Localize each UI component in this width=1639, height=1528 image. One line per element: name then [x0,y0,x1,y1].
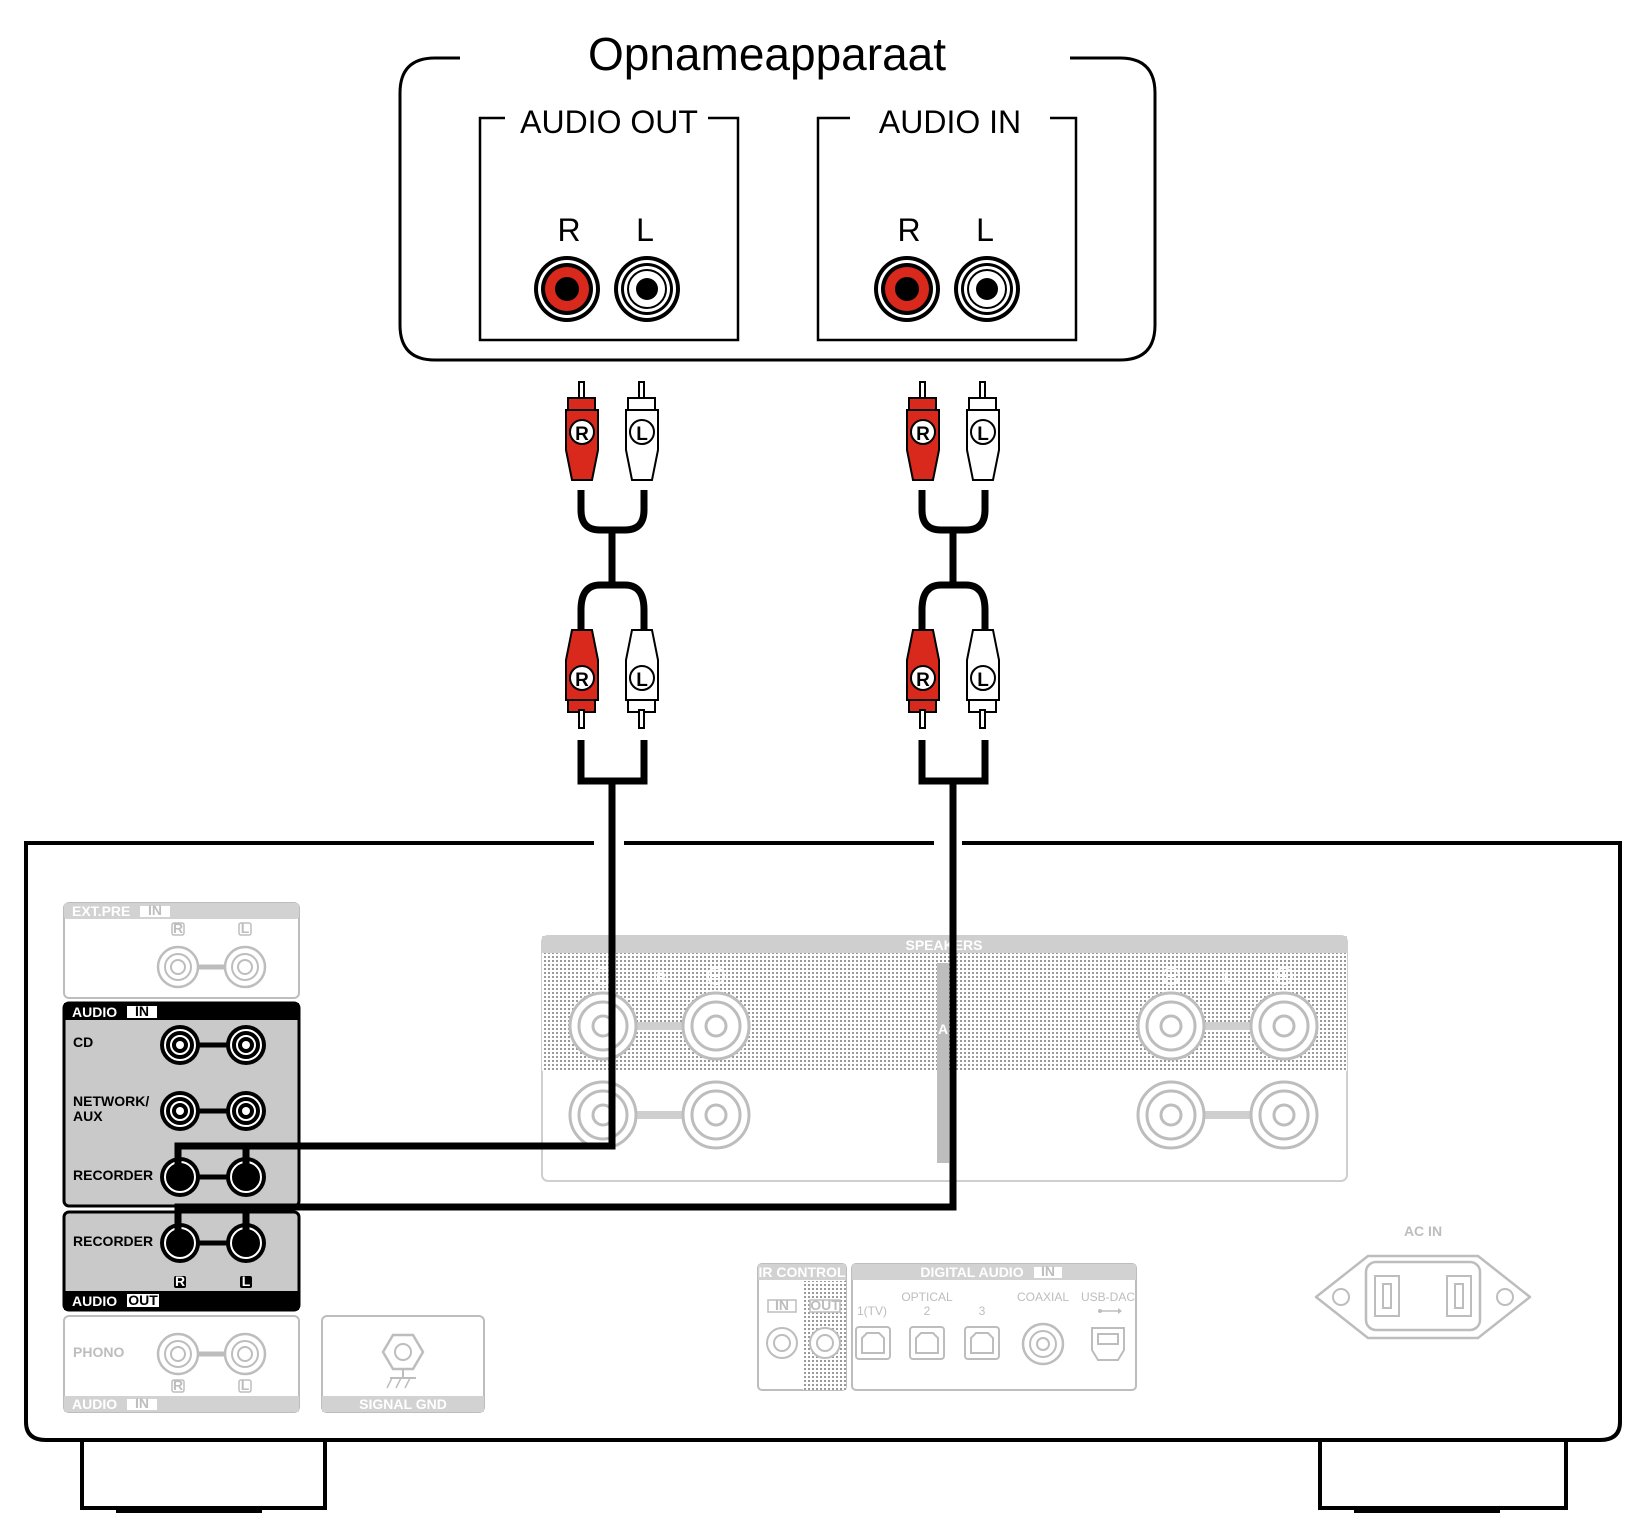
digital-audio-label: DIGITAL AUDIO [920,1264,1023,1280]
plug-bottom-r-left-label: R [575,670,589,691]
ext-pre-label: EXT.PRE [72,903,130,919]
audio-in-tag: IN [135,1003,149,1019]
audio-out-r-label: R [557,212,580,248]
cable-audio-out-to-recorder-in [174,490,648,1177]
phono-r-tag: R [173,1377,183,1393]
ext-pre-r: R [173,920,183,936]
audio-out-panel-label: AUDIO [72,1293,117,1309]
speaker-a-label: A [938,1021,948,1037]
plug-bottom-r-right: R [906,629,940,729]
audio-in-l-jack [954,256,1020,322]
coaxial-label: COAXIAL [1017,1290,1069,1304]
ext-pre-l: L [241,920,250,936]
plug-bottom-l-left: L [625,629,659,729]
cd-label: CD [73,1034,93,1050]
audio-out-label: AUDIO OUT [520,104,698,140]
audio-in-r-label: R [897,212,920,248]
ir-control-panel: IR CONTROL IN OUT [757,1263,847,1391]
speaker-r-label: R [656,969,666,985]
audio-out-r-tag: R [175,1273,185,1289]
recorder-in-label: RECORDER [73,1167,153,1183]
speakers-label: SPEAKERS [905,937,982,953]
ir-control-label: IR CONTROL [758,1264,846,1280]
phono-audio-label: AUDIO [72,1396,117,1412]
ground-terminal-icon [381,1333,425,1371]
plug-top-r-right-label: R [916,424,930,445]
audio-out-r-jack [534,256,600,322]
plug-top-l-right-label: L [977,424,989,445]
speakers-panel: SPEAKERS A B R L [541,935,1348,1182]
audio-in-panel-label: AUDIO [72,1004,117,1020]
plug-top-r-right: R [906,381,940,481]
audio-out-panel: AUDIO OUT RECORDER R L [62,1210,301,1312]
audio-in-r-jack [874,256,940,322]
ac-in-label: AC IN [1404,1223,1442,1239]
signal-gnd-label: SIGNAL GND [359,1396,447,1412]
recorder-out-label: RECORDER [73,1233,153,1249]
recorder-title: Opnameapparaat [588,28,946,80]
phono-l-tag: L [241,1377,250,1393]
recorder-device: Opnameapparaat AUDIO OUT R L [398,28,1157,362]
ac-in-socket: AC IN [1314,1223,1532,1340]
ir-in-tag: IN [775,1297,789,1313]
plug-bottom-r-left: R [565,629,599,729]
plug-top-l-right: L [966,381,1000,481]
audio-out-box: AUDIO OUT R L [478,104,740,342]
audio-in-label: AUDIO IN [879,104,1021,140]
audio-out-l-label: L [636,212,654,248]
usb-dac-label: USB-DAC [1081,1290,1135,1304]
network-label: NETWORK/ [73,1093,149,1109]
ext-pre-in-tag: IN [148,902,162,918]
plug-top-r-left: R [565,381,599,481]
audio-out-l-tag: L [242,1273,251,1289]
optical-3-label: 3 [979,1304,986,1318]
plug-top-r-left-label: R [575,424,589,445]
plug-bottom-l-left-label: L [636,670,648,691]
ext-pre-panel: EXT.PRE IN R L [63,902,300,999]
digital-in-tag: IN [1041,1263,1055,1279]
speaker-b-label: B [938,1110,948,1126]
plug-bottom-l-right: L [966,629,1000,729]
plug-top-l-left: L [625,381,659,481]
cable-audio-in-to-recorder-out [174,490,989,1243]
phono-in-tag: IN [135,1395,149,1411]
digital-audio-panel: DIGITAL AUDIO IN OPTICAL 1(TV) 2 3 COAXI… [851,1263,1137,1391]
coaxial-port [1021,1322,1065,1366]
audio-in-l-label: L [976,212,994,248]
audio-out-tag: OUT [128,1292,158,1308]
plug-bottom-l-right-label: L [977,670,989,691]
usb-icon [1098,1308,1122,1314]
plug-top-l-left-label: L [636,424,648,445]
cd-jacks [160,1025,266,1065]
audio-in-panel: AUDIO IN CD NETWORK/ AUX RECORDER [62,1001,301,1208]
network-aux-jacks [160,1091,266,1131]
amplifier-rear-panel: EXT.PRE IN R L AUDIO IN CD NETWORK/ AUX [24,841,1622,1513]
optical-1-label: 1(TV) [857,1304,887,1318]
audio-out-l-jack [614,256,680,322]
aux-label: AUX [73,1108,103,1124]
phono-panel: AUDIO IN PHONO R L [63,1315,300,1413]
optical-2-label: 2 [924,1304,931,1318]
optical-label: OPTICAL [901,1290,953,1304]
plug-bottom-r-right-label: R [916,670,930,691]
speaker-l-label: L [1224,969,1233,985]
phono-label: PHONO [73,1344,124,1360]
signal-gnd-panel: SIGNAL GND [321,1315,485,1413]
ir-out-tag: OUT [810,1297,840,1313]
audio-in-box: AUDIO IN R L [816,104,1078,342]
